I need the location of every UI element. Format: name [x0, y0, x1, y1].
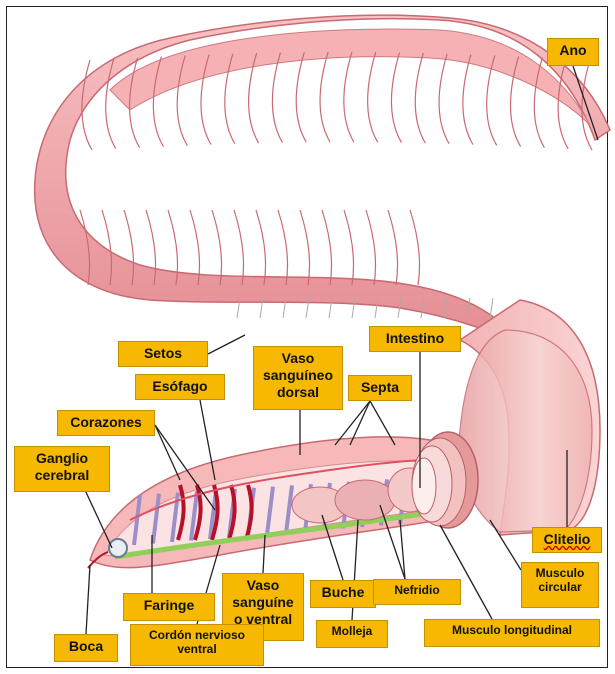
- label-corazones: Corazones: [57, 410, 155, 436]
- label-vaso-sanguineo-dorsal: Vaso sanguíneo dorsal: [253, 346, 343, 410]
- segment-line: [439, 54, 449, 144]
- label-buche: Buche: [310, 580, 376, 608]
- segment-line: [410, 210, 420, 285]
- worm-upper-band: [110, 29, 590, 125]
- segment-line: [322, 210, 332, 285]
- label-setos: Setos: [118, 341, 208, 367]
- label-boca: Boca: [54, 634, 118, 662]
- label-nefridio: Nefridio: [373, 579, 461, 605]
- segment-line: [320, 52, 330, 142]
- label-intestino: Intestino: [369, 326, 461, 352]
- segment-line: [368, 52, 378, 142]
- segment-line: [212, 210, 222, 285]
- label-ano: Ano: [547, 38, 599, 66]
- segment-line: [300, 210, 310, 285]
- segment-line: [256, 210, 266, 285]
- label-cordon-nervioso-ventral: Cordón nervioso ventral: [130, 624, 264, 666]
- segment-line: [234, 210, 244, 285]
- segment-line: [272, 53, 282, 143]
- segment-line: [388, 210, 398, 285]
- segment-line: [344, 52, 354, 142]
- segment-line: [415, 53, 425, 143]
- segment-line: [344, 210, 354, 285]
- segment-line: [366, 210, 376, 285]
- label-septa: Septa: [348, 375, 412, 401]
- gizzard-organ: [335, 480, 395, 520]
- label-musculo-longitudinal: Musculo longitudinal: [424, 619, 600, 647]
- label-molleja: Molleja: [316, 620, 388, 648]
- clitellum-band: [459, 330, 592, 532]
- label-musculo-circular: Musculo circular: [521, 562, 599, 608]
- label-esofago: Esófago: [135, 374, 225, 400]
- segment-line: [278, 210, 288, 285]
- label-clitelio: Clitelio: [532, 527, 602, 553]
- label-faringe: Faringe: [123, 593, 215, 621]
- segment-line: [463, 55, 473, 145]
- segment-line: [296, 52, 306, 142]
- label-ganglio-cerebral: Ganglio cerebral: [14, 446, 110, 492]
- segment-line: [391, 53, 401, 143]
